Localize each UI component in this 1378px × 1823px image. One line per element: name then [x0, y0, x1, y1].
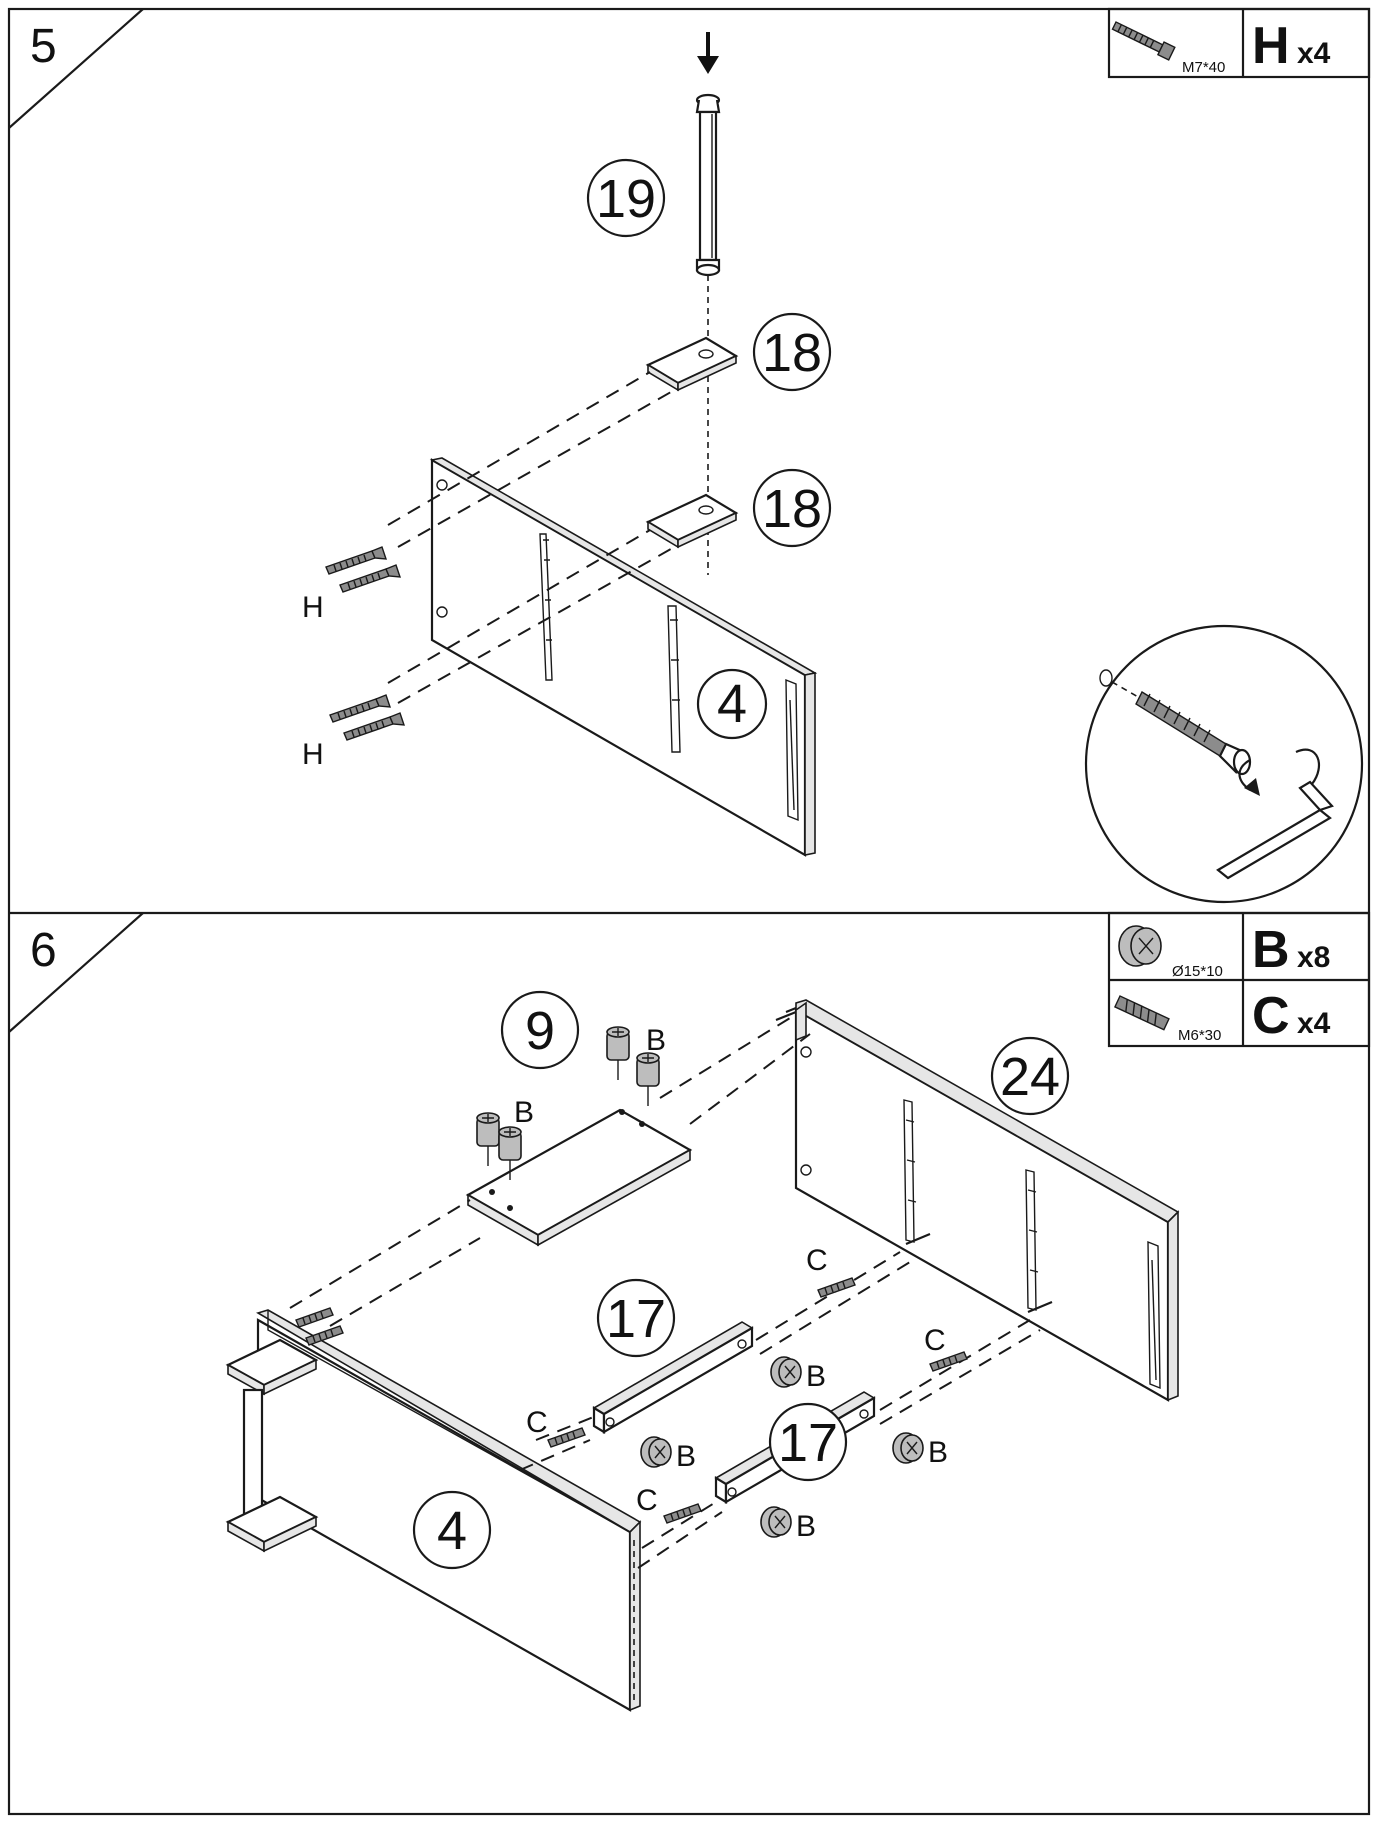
- hardware-b-qty: x8: [1297, 941, 1330, 974]
- cam-b-shelf-4: [636, 1052, 660, 1107]
- callout-4-step5: 4: [696, 668, 768, 740]
- label-b-3: B: [806, 1360, 826, 1393]
- label-b-1: B: [646, 1024, 666, 1057]
- leg-19: [695, 93, 721, 277]
- svg-text:19: 19: [596, 169, 656, 229]
- callout-9: 9: [500, 990, 580, 1070]
- svg-text:18: 18: [762, 323, 822, 383]
- svg-text:17: 17: [778, 1413, 838, 1473]
- hardware-c-code: C: [1252, 987, 1290, 1045]
- leg-assembly: [225, 1338, 319, 1553]
- callout-17-upper: 17: [596, 1278, 676, 1358]
- hardware-h-qty: x4: [1297, 37, 1331, 70]
- allen-key-detail-icon: [1084, 624, 1364, 904]
- back-panel-24: [775, 999, 1180, 1402]
- cam-b-4: [760, 1506, 792, 1538]
- callout-4-step6: 4: [412, 1490, 492, 1570]
- hardware-b-size: Ø15*10: [1172, 963, 1223, 980]
- cam-b-shelf-3: [606, 1026, 630, 1081]
- svg-text:24: 24: [1000, 1047, 1060, 1107]
- callout-24: 24: [990, 1036, 1070, 1116]
- label-h-2: H: [302, 738, 324, 771]
- screw-guide-lines: [387, 371, 679, 704]
- bolt-c-4: [663, 1503, 702, 1524]
- down-arrow-icon: [697, 32, 719, 74]
- connector-17-upper: [592, 1321, 754, 1434]
- step-6: 6 Ø15*10 B x8 M6*30 C x4: [8, 911, 1371, 1712]
- cam-b-1: [770, 1356, 802, 1388]
- cam-b-shelf-1: [476, 1112, 500, 1167]
- hardware-h-code: H: [1252, 17, 1290, 75]
- callout-18-top: 18: [752, 312, 832, 392]
- hardware-box-bc: Ø15*10 B x8 M6*30 C x4: [1107, 911, 1371, 1048]
- hardware-c-qty: x4: [1297, 1007, 1331, 1040]
- hardware-b-code: B: [1252, 921, 1290, 979]
- hardware-c-size: M6*30: [1178, 1027, 1221, 1044]
- svg-text:9: 9: [525, 1001, 555, 1061]
- step-6-number: 6: [30, 924, 57, 977]
- label-c-3: C: [526, 1406, 548, 1439]
- allen-screw-icon: [1111, 21, 1176, 61]
- svg-text:4: 4: [717, 674, 747, 734]
- cam-b-3: [892, 1432, 924, 1464]
- hardware-h-size: M7*40: [1182, 59, 1225, 76]
- page-frame: [7, 7, 1371, 1816]
- callout-19: 19: [586, 158, 666, 238]
- screws-h-top: [325, 546, 401, 593]
- svg-text:4: 4: [437, 1501, 467, 1561]
- assembly-guide-lines: [289, 1017, 1041, 1569]
- cam-b-2: [640, 1436, 672, 1468]
- hardware-box-h: M7*40 H x4: [1107, 7, 1371, 79]
- svg-text:18: 18: [762, 479, 822, 539]
- shelf-9: [465, 1108, 693, 1247]
- cam-lock-icon: [1118, 925, 1162, 967]
- label-b-4: B: [928, 1436, 948, 1469]
- step-5: 5 M7*40 H x4: [8, 7, 1371, 904]
- label-h-1: H: [302, 591, 324, 624]
- side-panel-4: [429, 457, 818, 857]
- label-c-2: C: [924, 1324, 946, 1357]
- step-6-corner: [8, 912, 144, 1033]
- foot-pad-18-bottom: [645, 493, 739, 549]
- label-b-5: B: [676, 1440, 696, 1473]
- label-b-6: B: [796, 1510, 816, 1543]
- label-c-1: C: [806, 1244, 828, 1277]
- callout-18-bottom: 18: [752, 468, 832, 548]
- bolt-c-1: [817, 1277, 856, 1298]
- step-5-number: 5: [30, 20, 57, 73]
- screws-h-bottom: [329, 694, 405, 741]
- bolt-c-front-1: [295, 1307, 334, 1328]
- label-b-2: B: [514, 1096, 534, 1129]
- cam-bolt-icon: [1113, 995, 1170, 1031]
- bolt-c-3: [547, 1427, 586, 1448]
- foot-pad-18-top: [645, 336, 739, 392]
- label-c-4: C: [636, 1484, 658, 1517]
- callout-17-lower: 17: [768, 1402, 848, 1482]
- svg-text:17: 17: [606, 1289, 666, 1349]
- step-5-corner: [8, 8, 144, 129]
